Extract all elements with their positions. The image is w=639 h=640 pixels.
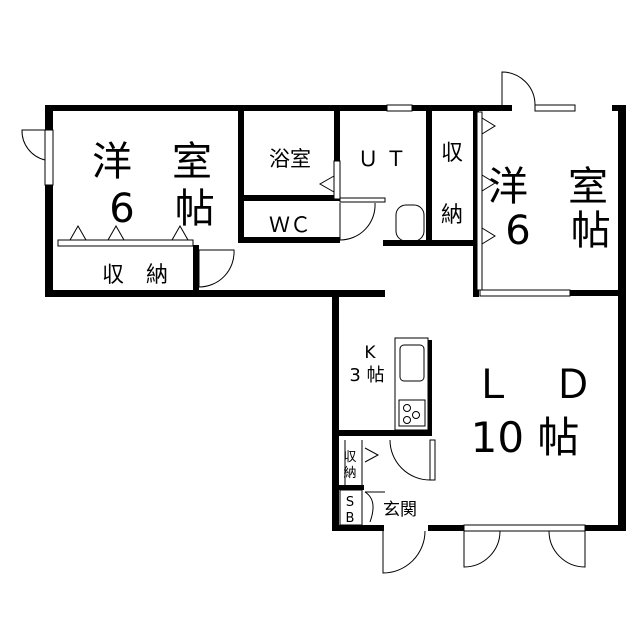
closet-mid-line2: 納 xyxy=(441,203,463,228)
shoe-box-line1: S xyxy=(346,495,354,510)
closet-small-line2: 納 xyxy=(343,466,356,481)
entrance-label: 玄関 xyxy=(383,500,417,520)
walls xyxy=(45,105,626,531)
utility-label: Ｕ Ｔ xyxy=(358,147,407,171)
doors xyxy=(21,71,586,574)
washbasin-icon xyxy=(395,204,425,242)
ld-name: Ｌ Ｄ xyxy=(473,362,593,408)
room-labels: 洋 室 6 帖 収 納 浴室 Ｕ Ｔ ＷＣ 収 納 洋 室 6 帖 K 3 帖 … xyxy=(92,139,611,526)
door-top-right[interactable] xyxy=(501,71,536,106)
bath-label: 浴室 xyxy=(269,147,311,171)
stove-icon xyxy=(398,399,426,427)
closet-markers xyxy=(69,117,496,463)
door-entrance[interactable] xyxy=(382,530,426,574)
door-ld-2[interactable] xyxy=(548,530,586,568)
western-right-name: 洋 室 xyxy=(488,164,608,210)
door-left-exterior[interactable] xyxy=(21,129,46,161)
fixtures xyxy=(394,204,429,431)
kitchen-counter xyxy=(394,337,429,431)
windows xyxy=(44,104,586,532)
closet-left-label: 収 納 xyxy=(102,263,168,288)
western-left-name: 洋 室 xyxy=(92,139,212,185)
closet-small-line1: 収 xyxy=(343,450,356,465)
closet-mid-line1: 収 xyxy=(441,141,463,166)
door-ld-1[interactable] xyxy=(463,530,501,568)
sink-icon xyxy=(399,344,425,382)
kitchen-name: K xyxy=(364,343,376,363)
shoe-box-line2: B xyxy=(346,511,355,526)
wc-label: ＷＣ xyxy=(269,213,311,237)
door-hall[interactable] xyxy=(389,439,431,481)
western-left-size: 6 帖 xyxy=(109,186,214,232)
western-right-size: 6 帖 xyxy=(505,208,610,254)
door-wc[interactable] xyxy=(339,202,376,241)
door-left-room[interactable] xyxy=(198,249,235,288)
kitchen-size: 3 帖 xyxy=(349,365,384,386)
ld-size: 10 帖 xyxy=(471,413,580,462)
door-shoe-box[interactable] xyxy=(364,491,385,523)
